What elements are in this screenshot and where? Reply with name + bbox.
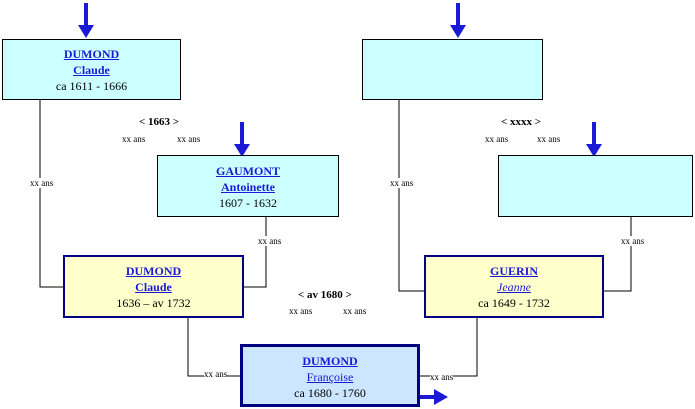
marriage-date-parents: < av 1680 > [298, 289, 352, 301]
age-label: xx ans [537, 134, 561, 144]
right-arrow-icon [418, 389, 448, 405]
firstname[interactable]: Claude [135, 280, 172, 294]
age-label: xx ans [621, 236, 645, 246]
person-card-subject[interactable]: DUMOND Françoise ca 1680 - 1760 [240, 344, 420, 407]
maternal-grandmother-line [604, 217, 632, 292]
down-arrow-icon [586, 122, 602, 157]
firstname[interactable]: Jeanne [497, 280, 531, 294]
person-card-maternal-grandmother-empty[interactable] [498, 155, 693, 217]
firstname[interactable]: Antoinette [221, 180, 275, 194]
father-to-subject-line [187, 318, 241, 377]
age-label: xx ans [485, 134, 509, 144]
life-dates: ca 1649 - 1732 [478, 296, 550, 310]
firstname[interactable]: Claude [73, 63, 110, 77]
grandfather-to-father-line [39, 100, 63, 288]
person-card-paternal-grandfather[interactable]: DUMOND Claude ca 1611 - 1666 [2, 39, 181, 100]
age-label: xx ans [122, 134, 146, 144]
marriage-date-paternal: < 1663 > [139, 116, 180, 128]
person-card-paternal-grandmother[interactable]: GAUMONT Antoinette 1607 - 1632 [157, 155, 339, 217]
surname[interactable]: DUMOND [302, 354, 358, 368]
surname[interactable]: DUMOND [63, 47, 120, 61]
mother-to-subject-line [420, 318, 478, 377]
down-arrow-icon [234, 122, 250, 157]
age-label: xx ans [289, 306, 313, 316]
surname[interactable]: GAUMONT [216, 164, 280, 178]
age-label: xx ans [177, 134, 201, 144]
person-card-maternal-grandfather-empty[interactable] [362, 39, 543, 100]
person-card-mother[interactable]: GUERIN Jeanne ca 1649 - 1732 [424, 255, 604, 318]
age-label: xx ans [343, 306, 367, 316]
age-label: xx ans [204, 369, 228, 379]
down-arrow-icon [78, 3, 94, 38]
life-dates: 1607 - 1632 [219, 196, 277, 210]
life-dates: ca 1611 - 1666 [55, 79, 128, 93]
age-label: xx ans [258, 236, 282, 246]
life-dates: 1636 – av 1732 [116, 296, 191, 310]
firstname[interactable]: Françoise [306, 370, 354, 384]
age-label: xx ans [430, 372, 454, 382]
surname[interactable]: GUERIN [489, 264, 538, 278]
age-label: xx ans [30, 178, 54, 188]
surname[interactable]: DUMOND [125, 264, 182, 278]
down-arrow-icon [450, 3, 466, 38]
maternal-grandfather-line [398, 100, 424, 292]
marriage-date-maternal: < xxxx > [501, 116, 542, 128]
grandmother-to-father-line [244, 217, 267, 288]
person-card-father[interactable]: DUMOND Claude 1636 – av 1732 [63, 255, 244, 318]
life-dates: ca 1680 - 1760 [294, 386, 366, 400]
age-label: xx ans [390, 178, 414, 188]
